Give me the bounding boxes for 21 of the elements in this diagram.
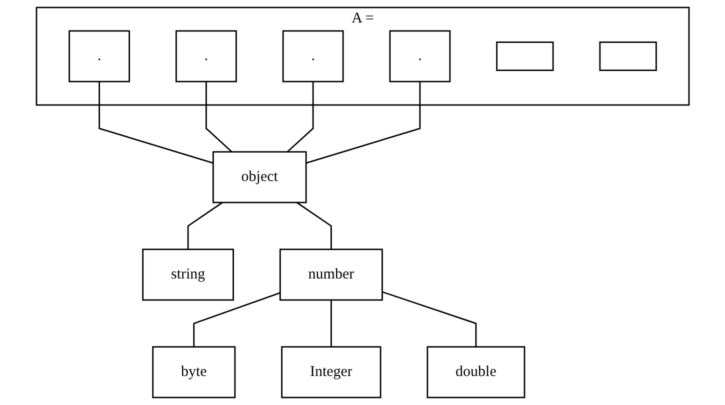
node-box: object — [212, 151, 307, 204]
node-box: . — [175, 30, 237, 82]
node-box: . — [68, 30, 130, 82]
connector — [330, 300, 332, 347]
node-box: number — [279, 248, 383, 301]
node-box: double — [426, 346, 525, 398]
connector — [306, 82, 420, 164]
connector — [98, 82, 214, 164]
connector — [205, 82, 232, 152]
node-box — [496, 41, 554, 72]
node-box: . — [388, 30, 450, 82]
connector — [382, 291, 476, 347]
node-box: byte — [152, 346, 236, 398]
node-box: string — [142, 248, 234, 301]
connector — [187, 202, 223, 250]
connector — [192, 292, 280, 347]
node-box — [598, 41, 657, 72]
connector — [286, 82, 314, 152]
node-box: . — [282, 30, 344, 82]
node-box: Integer — [280, 346, 381, 398]
connector — [296, 202, 332, 250]
